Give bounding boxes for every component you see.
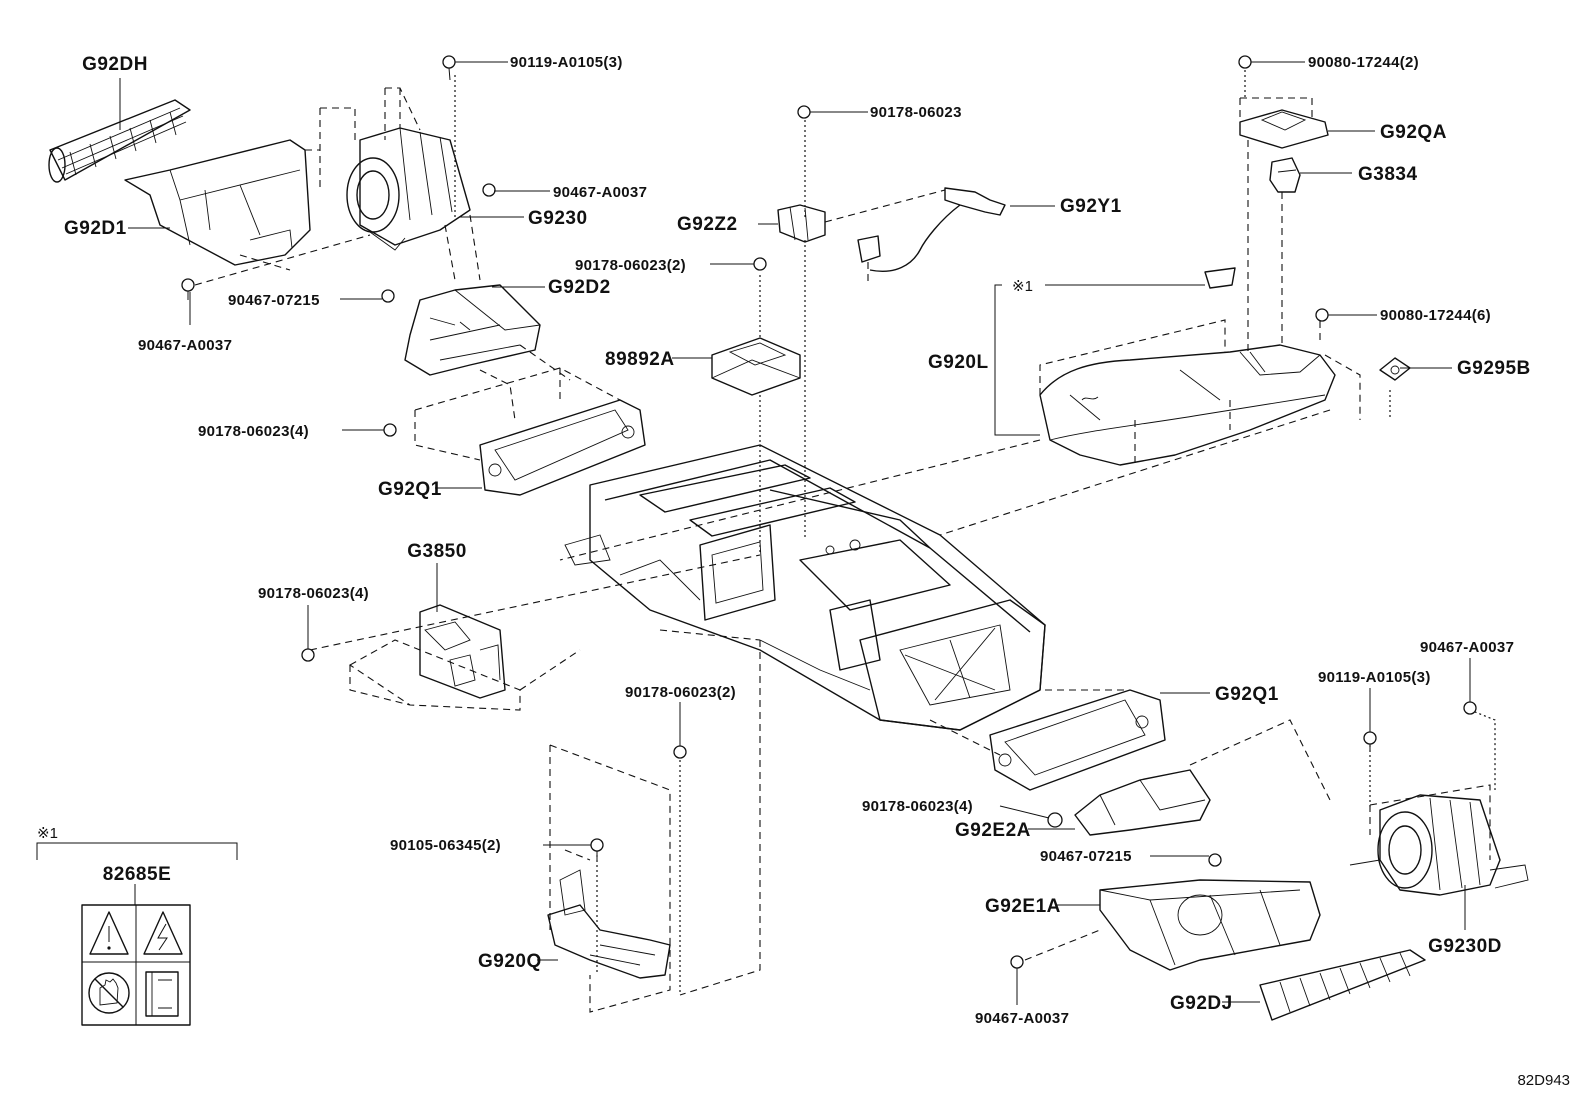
duct-g92d2 bbox=[404, 284, 541, 376]
label-90467-07215-right: 90467-07215 bbox=[1040, 848, 1132, 865]
nut-90467-07215-right bbox=[1208, 853, 1222, 867]
clip-g9295b bbox=[1379, 357, 1411, 381]
label-90178-06023-2-mid: 90178-06023(2) bbox=[575, 257, 686, 274]
bolt-90467-a0037-bottom bbox=[1010, 955, 1024, 978]
ecu-89892a bbox=[711, 337, 801, 396]
nut-90178-06023-2-mid bbox=[753, 257, 767, 271]
label-g92e2a: G92E2A bbox=[955, 820, 1031, 841]
label-g92dh: G92DH bbox=[82, 54, 148, 75]
bolt-90467-a0037-left bbox=[181, 278, 195, 300]
high-voltage-icon bbox=[143, 911, 183, 955]
blower-g9230d bbox=[1349, 794, 1529, 896]
nut-90080-17244-6 bbox=[1315, 308, 1329, 322]
label-g92q1-left: G92Q1 bbox=[378, 479, 442, 500]
label-g92d2: G92D2 bbox=[548, 277, 611, 298]
bolt-90467-a0037-top bbox=[482, 183, 496, 197]
harness-g92y1 bbox=[857, 187, 1006, 272]
duct-g92e2a bbox=[1074, 769, 1211, 836]
bolt-90119-a0105-top bbox=[442, 55, 456, 81]
label-g9230: G9230 bbox=[528, 208, 588, 229]
reference-code: 82D943 bbox=[1517, 1072, 1570, 1089]
label-g92z2: G92Z2 bbox=[677, 214, 738, 235]
label-g92q1-right: G92Q1 bbox=[1215, 684, 1279, 705]
nut-90467-07215-left bbox=[381, 289, 395, 303]
filter-g92dh bbox=[48, 99, 191, 183]
relay-g3850 bbox=[419, 604, 506, 699]
label-90467-07215-left: 90467-07215 bbox=[228, 292, 320, 309]
bolt-90105-06345 bbox=[590, 838, 604, 862]
label-90178-06023-4-g3850: 90178-06023(4) bbox=[258, 585, 369, 602]
label-90105-06345: 90105-06345(2) bbox=[390, 837, 501, 854]
label-90178-06023-2-low: 90178-06023(2) bbox=[625, 684, 736, 701]
nut-90178-06023-4-right bbox=[1047, 812, 1063, 828]
hv-battery-assembly bbox=[564, 444, 1046, 731]
cover-g920l bbox=[1039, 319, 1361, 466]
label-note-marker: ※1 bbox=[37, 825, 58, 842]
label-g92d1: G92D1 bbox=[64, 218, 127, 239]
leader-lines bbox=[119, 61, 1471, 1005]
label-90119-a0105-top: 90119-A0105(3) bbox=[510, 54, 623, 71]
label-g92y1: G92Y1 bbox=[1060, 196, 1122, 217]
label-90080-17244-6: 90080-17244(6) bbox=[1380, 307, 1491, 324]
frame-g92q1-right bbox=[989, 689, 1166, 791]
note-1-label-inset bbox=[36, 842, 238, 1026]
label-g9230d: G9230D bbox=[1428, 936, 1502, 957]
bolt-90119-a0105-right bbox=[1363, 731, 1377, 752]
label-g92qa: G92QA bbox=[1380, 122, 1447, 143]
cover-g920q bbox=[547, 869, 671, 979]
nut-90178-06023-4-left bbox=[383, 423, 397, 437]
manual-reference-icon bbox=[145, 971, 179, 1017]
nut-90178-06023-top bbox=[797, 105, 811, 119]
no-touch-icon bbox=[88, 972, 130, 1014]
label-90467-a0037-bottom: 90467-A0037 bbox=[975, 1010, 1069, 1027]
label-g3834: G3834 bbox=[1358, 164, 1418, 185]
connector-g92z2 bbox=[777, 204, 826, 243]
label-g92dj: G92DJ bbox=[1170, 993, 1233, 1014]
blower-g9230 bbox=[346, 127, 471, 251]
label-90178-06023-4-left: 90178-06023(4) bbox=[198, 423, 309, 440]
label-note-1 bbox=[1204, 267, 1236, 289]
nut-90178-06023-4-g3850 bbox=[301, 648, 315, 662]
label-90080-17244-2: 90080-17244(2) bbox=[1308, 54, 1419, 71]
label-note-ref: ※1 bbox=[1012, 278, 1033, 295]
nut-90080-17244-2 bbox=[1238, 55, 1252, 69]
bracket-g92qa bbox=[1239, 109, 1329, 149]
label-82685e: 82685E bbox=[103, 864, 172, 885]
duct-g92d1 bbox=[124, 139, 311, 266]
duct-g92e1a bbox=[1099, 879, 1321, 971]
label-90178-06023-4-right: 90178-06023(4) bbox=[862, 798, 973, 815]
label-g920l: G920L bbox=[928, 352, 989, 373]
bolt-90467-a0037-right bbox=[1463, 701, 1477, 715]
label-g9295b: G9295B bbox=[1457, 358, 1531, 379]
filter-g92dj bbox=[1259, 949, 1426, 1021]
label-g92e1a: G92E1A bbox=[985, 896, 1061, 917]
sensor-g3834 bbox=[1269, 157, 1301, 193]
label-g3850: G3850 bbox=[407, 541, 467, 562]
label-90467-a0037-left: 90467-A0037 bbox=[138, 337, 232, 354]
label-90467-a0037-right: 90467-A0037 bbox=[1420, 639, 1514, 656]
nut-90178-06023-2-low bbox=[673, 745, 687, 759]
left-intake-group bbox=[48, 87, 471, 286]
label-90178-06023-top: 90178-06023 bbox=[870, 104, 962, 121]
frame-g92q1-left bbox=[479, 399, 646, 496]
label-90119-a0105-right: 90119-A0105(3) bbox=[1318, 669, 1431, 686]
label-g920q: G920Q bbox=[478, 951, 542, 972]
label-89892a: 89892A bbox=[605, 349, 675, 370]
warning-triangle-icon bbox=[89, 911, 129, 955]
callout-labels: G92DH G92D1 90119-A0105(3) 90467-A0037 G… bbox=[37, 54, 1570, 1089]
label-90467-a0037-top: 90467-A0037 bbox=[553, 184, 647, 201]
